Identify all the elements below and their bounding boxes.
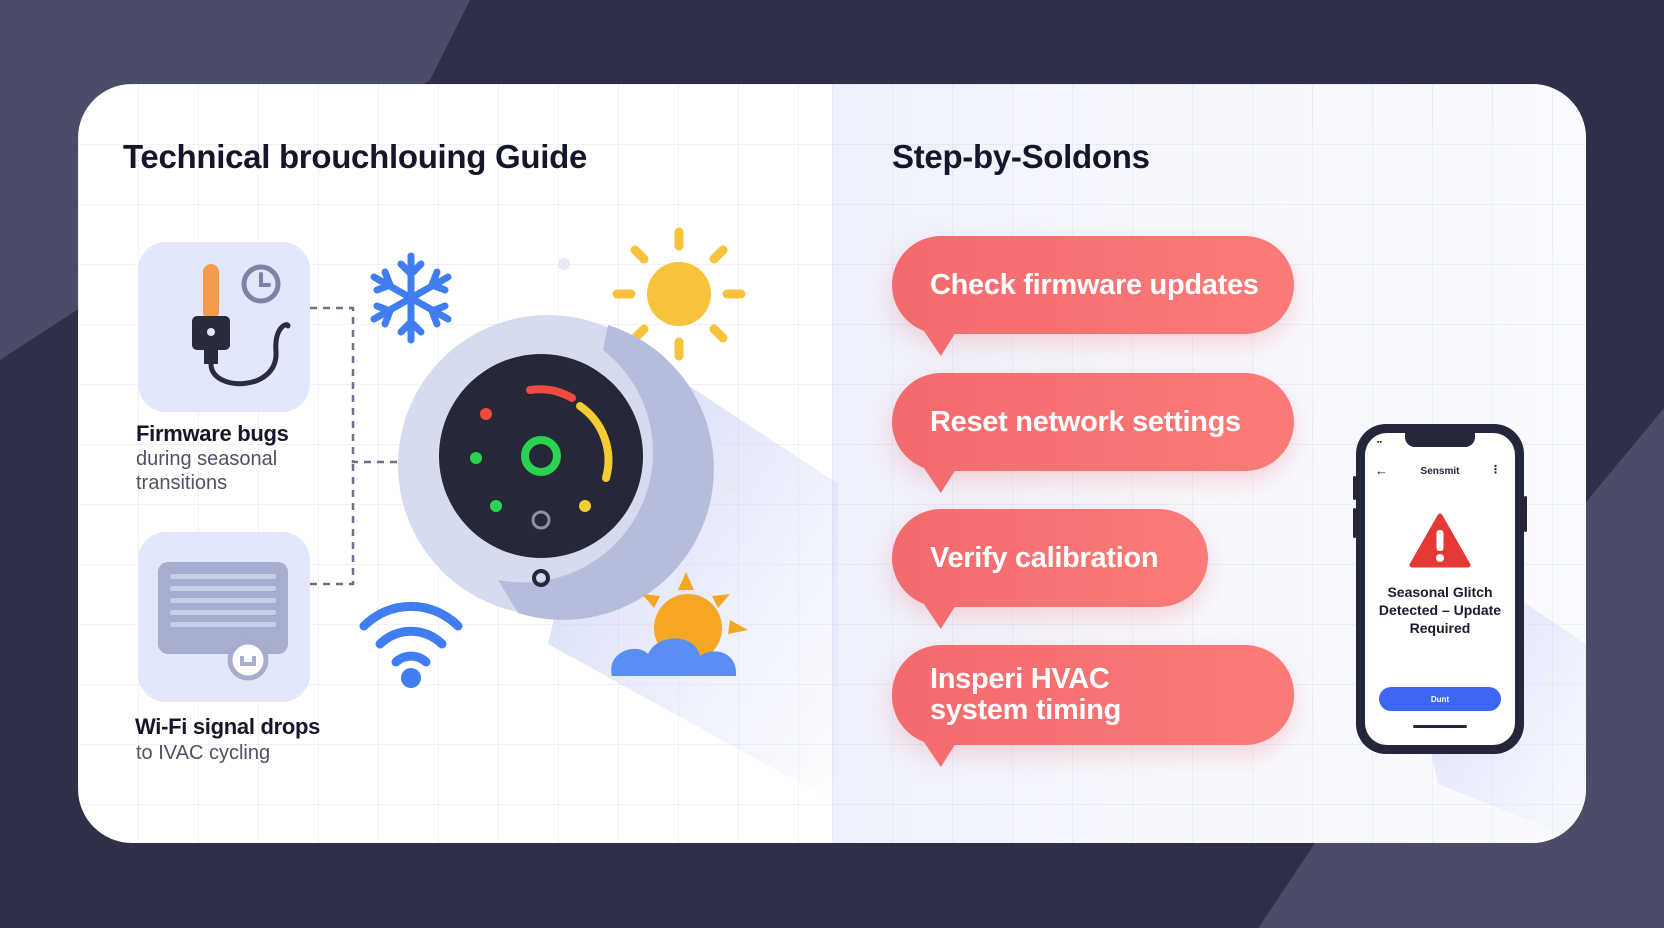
issue-title: Wi-Fi signal drops [135,714,321,739]
snowflake-icon [370,252,452,344]
wifi-icon [359,601,463,688]
solution-label: Check firmware updates [930,268,1259,301]
sun-cloud-icon [611,572,748,676]
issue-title: Firmware bugs [136,421,289,446]
solution-bubble-firmware: Check firmware updates [892,236,1294,334]
guide-title: Technical brouchlouing Guide [123,138,588,175]
warning-icon [1409,513,1471,568]
thermostat-dial-icon [398,315,714,620]
smartphone: ▪▪ ← Sensmit ⋮ Seasonal Glitch Detected … [1356,424,1524,754]
thermostat-wire-clock-icon [192,264,291,387]
solutions-title: Step-by-Soldons [892,138,1150,175]
sun-icon [612,227,746,361]
issue-tile-firmware [138,242,310,412]
solution-bubble-calibration: Verify calibration [892,509,1208,607]
phone-app-title: Sensmit [1420,466,1460,477]
solution-label: Insperi HVAC system timing [930,663,1122,726]
issue-subtitle: to IVAC cycling [136,742,271,764]
solution-label: Verify calibration [930,541,1159,574]
router-icon [158,562,288,681]
solution-bubble-network: Reset network settings [892,373,1294,471]
infographic-card: Technical brouchlouing Guide Step-by-Sol… [78,84,1586,843]
alert-message: Seasonal Glitch Detected – Update Requir… [1378,584,1502,636]
update-button[interactable]: Dunt [1379,687,1501,711]
solution-label: Reset network settings [930,405,1241,438]
solution-bubble-hvac: Insperi HVAC system timing [892,645,1294,745]
issue-subtitle: during seasonal transitions [136,448,278,494]
more-menu-icon[interactable]: ⋮ [1490,464,1501,476]
back-arrow-icon[interactable]: ← [1375,463,1388,478]
home-indicator [1413,725,1467,728]
issue-tile-wifi [138,532,310,702]
phone-screen: ▪▪ ← Sensmit ⋮ Seasonal Glitch Detected … [1365,433,1515,745]
